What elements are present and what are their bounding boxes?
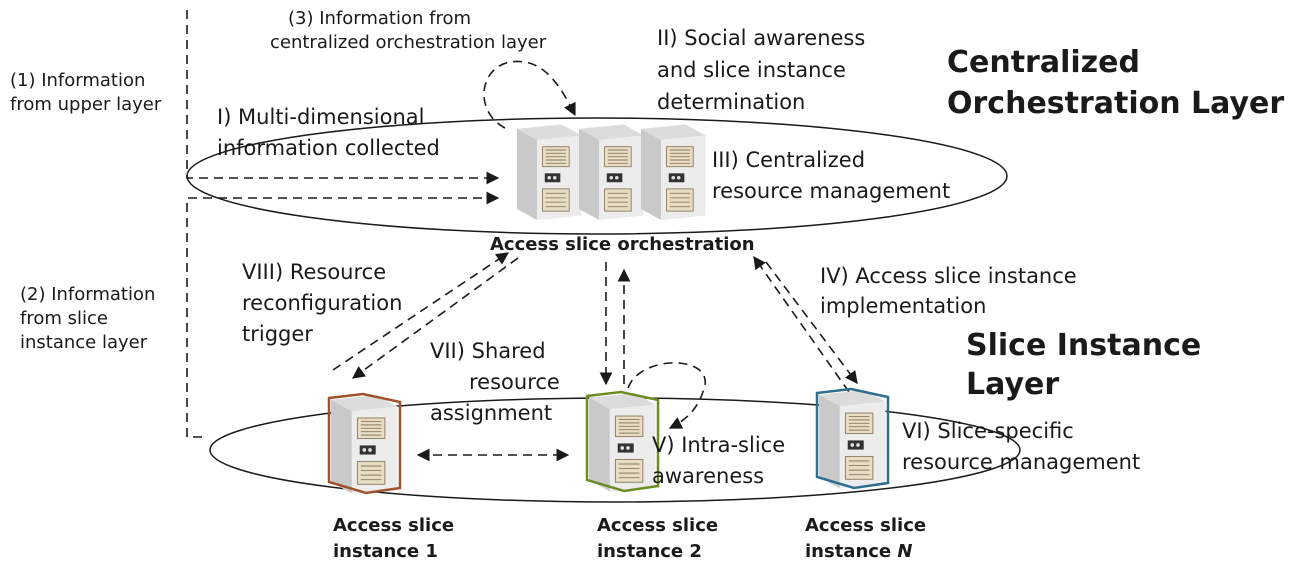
slice-layer-info-line2: from slice — [20, 308, 108, 329]
server-icon — [818, 389, 887, 489]
instance1-outline — [327, 392, 402, 495]
centralized-feedback-loop — [483, 60, 576, 129]
implementation-arrow-up — [753, 255, 850, 393]
instance2-server — [588, 392, 657, 492]
intra-slice-awareness-loop — [627, 362, 706, 429]
step1-label-line1: I) Multi-dimensional — [217, 105, 424, 129]
centralized-info-line1: (3) Information from — [288, 8, 471, 29]
instanceN-caption-line2: instance N — [805, 541, 913, 562]
slice-layer-info-line3: instance layer — [20, 332, 148, 353]
server-icon — [578, 123, 645, 220]
slice-layer-heading-line2: Layer — [966, 367, 1059, 402]
instanceN-server — [818, 389, 887, 489]
step8-label-line2: reconfiguration — [242, 291, 402, 315]
server-icon — [330, 394, 399, 494]
step2-label-line1: II) Social awareness — [657, 26, 865, 50]
orchestration-caption: Access slice orchestration — [490, 234, 755, 255]
server-icon — [588, 392, 657, 492]
instance2-caption-line1: Access slice — [597, 515, 718, 536]
reconfiguration-trigger-arrow-down — [351, 257, 519, 379]
reconfiguration-trigger-arrow-up — [332, 252, 510, 371]
instanceN-caption-prefix: instance — [805, 541, 897, 562]
instance1-caption-line2: instance 1 — [333, 541, 438, 562]
central-server-group — [516, 123, 707, 220]
instanceN-caption-line1: Access slice — [805, 515, 926, 536]
step5-label-line1: V) Intra-slice — [652, 433, 785, 457]
slice-layer-info-line1: (2) Information — [20, 284, 155, 305]
instance2-outline — [585, 390, 660, 493]
instanceN-outline — [815, 387, 890, 490]
step3-label-line1: III) Centralized — [712, 148, 865, 172]
step8-label-line3: trigger — [242, 322, 313, 346]
step7-label-line1: VII) Shared — [430, 339, 546, 363]
slice-layer-heading-line1: Slice Instance — [966, 328, 1201, 363]
server-icon — [640, 123, 707, 220]
step6-label-line2: resource management — [902, 450, 1140, 474]
step4-label-line2: implementation — [820, 294, 986, 318]
implementation-arrow-down — [765, 261, 858, 385]
step7-label-line3: assignment — [430, 401, 552, 425]
step1-label-line2: information collected — [217, 136, 440, 160]
upper-layer-info-line1: (1) Information — [10, 70, 145, 91]
centralized-layer-heading-line2: Orchestration Layer — [947, 86, 1284, 121]
step6-label-line1: VI) Slice-specific — [902, 419, 1074, 443]
step4-label-line1: IV) Access slice instance — [820, 264, 1077, 288]
centralized-info-line2: centralized orchestration layer — [270, 32, 547, 53]
step5-label-line2: awareness — [652, 464, 764, 488]
step2-label-line2: and slice instance — [657, 58, 846, 82]
instance1-server — [330, 394, 399, 494]
step3-label-line2: resource management — [712, 179, 950, 203]
step2-label-line3: determination — [657, 90, 805, 114]
instanceN-caption-italic: N — [897, 541, 912, 562]
step7-label-line2: resource — [469, 370, 560, 394]
slice-layer-input-line — [186, 191, 500, 438]
step8-label-line1: VIII) Resource — [242, 260, 386, 284]
upper-layer-input-line — [186, 10, 500, 185]
server-icon — [516, 123, 583, 220]
instance2-caption-line2: instance 2 — [597, 541, 702, 562]
centralized-layer-heading-line1: Centralized — [947, 45, 1140, 80]
instance1-caption-line1: Access slice — [333, 515, 454, 536]
upper-layer-info-line2: from upper layer — [10, 94, 162, 115]
